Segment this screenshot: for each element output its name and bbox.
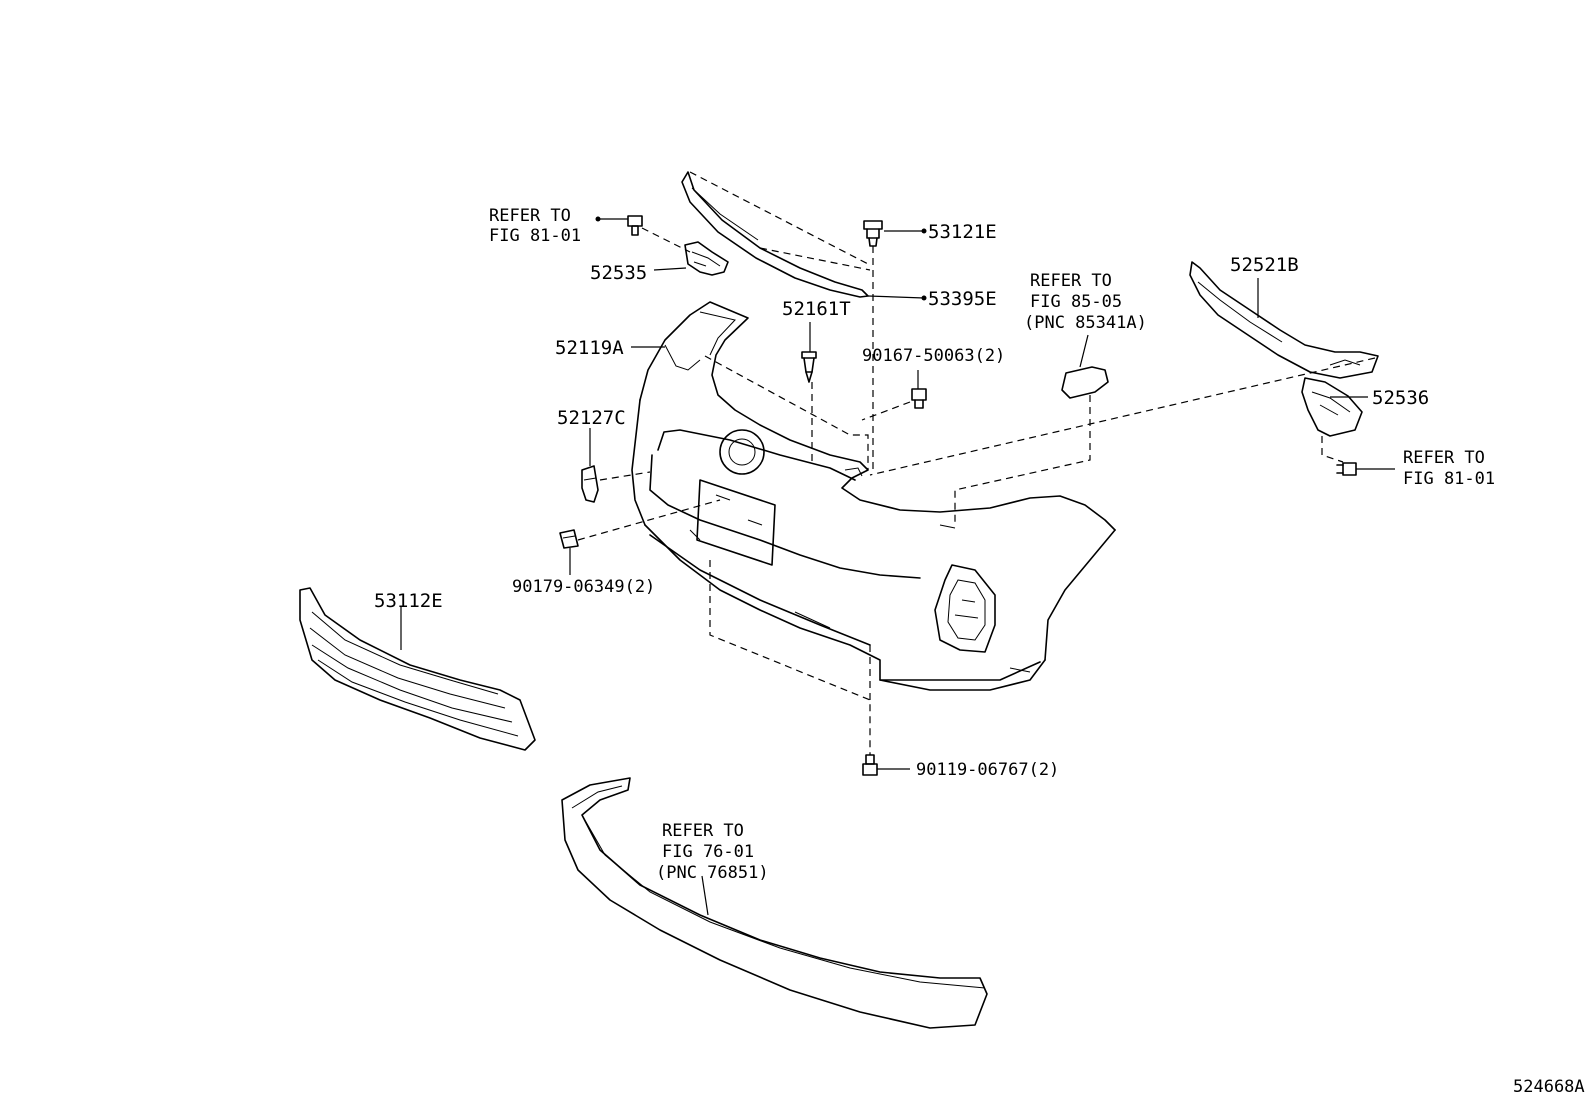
refer-text-line: REFER TO [489,206,571,226]
part-52521B-retainer [1189,261,1379,379]
label-52119A[interactable]: 52119A [555,337,624,359]
part-76851-spoiler [561,777,988,1029]
nut-90179-icon [559,529,579,549]
refer-text-line: REFER TO [1403,448,1485,468]
leader-lines [400,216,1395,916]
label-52521B[interactable]: 52521B [1230,254,1299,276]
part-52535-bracket [684,241,729,276]
label-53395E[interactable]: 53395E [928,288,997,310]
assembly-dashed-lines [577,171,1376,755]
refer-text-line: FIG 81-01 [489,226,581,246]
clip-52161T-icon [801,351,817,383]
diagram-id: 524668A [1513,1077,1585,1097]
callout-refer-fig-85-05[interactable]: REFER TO FIG 85-05 (PNC 85341A) [1024,271,1147,333]
label-52127C[interactable]: 52127C [557,407,626,429]
part-53395E-retainer [681,171,869,298]
label-53121E[interactable]: 53121E [928,221,997,243]
label-52536[interactable]: 52536 [1372,387,1429,409]
label-52535[interactable]: 52535 [590,262,647,284]
label-90167-50063[interactable]: 90167-50063(2) [862,346,1005,366]
refer-text-line: (PNC 85341A) [1024,313,1147,333]
label-90119-06767[interactable]: 90119-06767(2) [916,760,1059,780]
bolt-90119-icon [862,754,878,776]
clip-53121E-icon [863,220,883,247]
label-90179-06349[interactable]: 90179-06349(2) [512,577,655,597]
refer-text-line: REFER TO [662,821,744,841]
callout-refer-fig-81-01-left[interactable]: REFER TO FIG 81-01 [489,206,581,246]
bolt-icon [627,215,643,236]
part-52119A-bumper-cover [631,301,1116,691]
part-53112E-grille [299,587,536,751]
label-52161T[interactable]: 52161T [782,298,851,320]
refer-text-line: REFER TO [1030,271,1112,291]
refer-text-line: (PNC 76851) [656,863,769,883]
label-53112E[interactable]: 53112E [374,590,443,612]
screw-90167-icon [911,388,927,409]
part-52536-bracket [1301,377,1363,437]
part-52127C-bracket [581,465,599,503]
callout-refer-fig-81-01-right[interactable]: REFER TO FIG 81-01 [1403,448,1495,489]
callout-refer-fig-76-01[interactable]: REFER TO FIG 76-01 (PNC 76851) [656,821,769,883]
bolt-icon [1336,462,1357,476]
refer-text-line: FIG 81-01 [1403,469,1495,489]
refer-text-line: FIG 76-01 [662,842,754,862]
part-85341A-cover [1061,366,1109,399]
refer-text-line: FIG 85-05 [1030,292,1122,312]
